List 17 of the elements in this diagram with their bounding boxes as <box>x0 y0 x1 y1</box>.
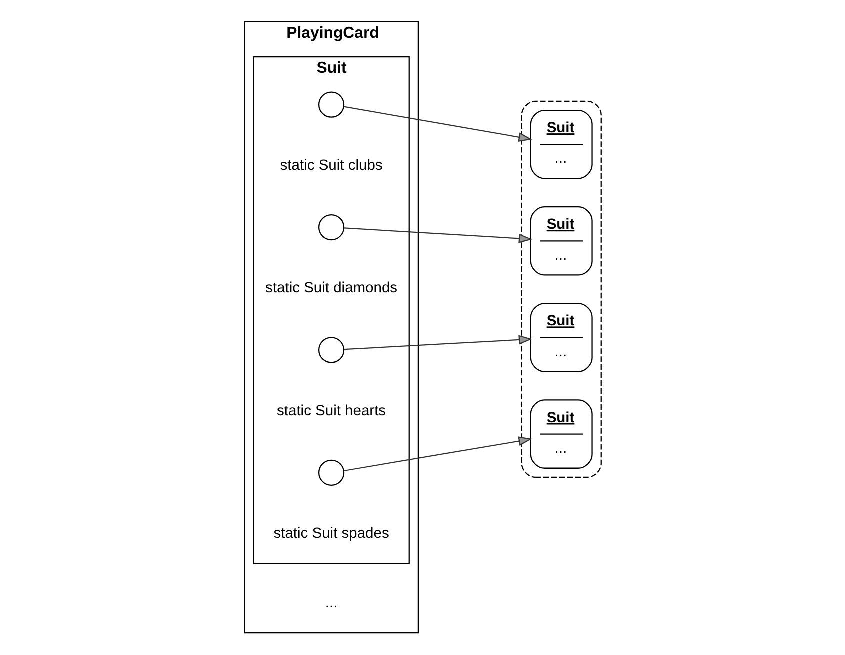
node-box: Suit ... <box>530 400 592 469</box>
arrow <box>344 228 532 244</box>
node-circle <box>318 92 344 118</box>
node-box: Suit ... <box>530 110 592 180</box>
cluster <box>520 100 602 478</box>
node-label: static Suit clubs <box>280 158 382 174</box>
arrow <box>343 106 532 142</box>
node-box: Suit ... <box>530 206 592 276</box>
node-label: static Suit hearts <box>276 403 386 420</box>
arrow <box>344 335 532 350</box>
node-box: Suit ... <box>530 303 592 372</box>
node-label: static Suit spades <box>273 526 389 542</box>
node-label: static Suit diamonds <box>265 280 398 297</box>
node-circle <box>318 214 344 241</box>
arrow <box>343 436 532 472</box>
node-circle <box>318 337 344 364</box>
node-circle <box>318 460 344 486</box>
